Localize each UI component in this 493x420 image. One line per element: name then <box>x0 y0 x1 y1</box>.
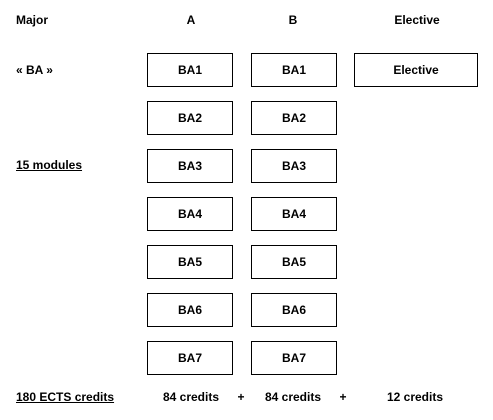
module-box-a-6: BA6 <box>147 293 233 327</box>
plus-sign-1: + <box>237 390 245 404</box>
credits-a: 84 credits <box>162 390 220 404</box>
module-box-a-2: BA2 <box>147 101 233 135</box>
degree-label: « BA » <box>16 63 53 77</box>
module-box-a-4: BA4 <box>147 197 233 231</box>
module-box-b-5: BA5 <box>251 245 337 279</box>
header-major: Major <box>16 13 49 27</box>
elective-module-box: Elective <box>354 53 478 87</box>
modules-count-label: 15 modules <box>16 158 83 172</box>
total-credits-label: 180 ECTS credits <box>16 390 115 404</box>
plus-sign-2: + <box>339 390 347 404</box>
module-box-b-3: BA3 <box>251 149 337 183</box>
module-box-b-1: BA1 <box>251 53 337 87</box>
header-col-b: B <box>288 13 298 27</box>
module-box-a-3: BA3 <box>147 149 233 183</box>
credits-elective: 12 credits <box>386 390 444 404</box>
module-box-a-5: BA5 <box>147 245 233 279</box>
module-box-a-1: BA1 <box>147 53 233 87</box>
module-box-b-6: BA6 <box>251 293 337 327</box>
module-box-b-7: BA7 <box>251 341 337 375</box>
header-col-a: A <box>186 13 196 27</box>
header-elective: Elective <box>394 13 440 27</box>
module-box-b-4: BA4 <box>251 197 337 231</box>
module-box-b-2: BA2 <box>251 101 337 135</box>
module-box-a-7: BA7 <box>147 341 233 375</box>
credits-b: 84 credits <box>264 390 322 404</box>
